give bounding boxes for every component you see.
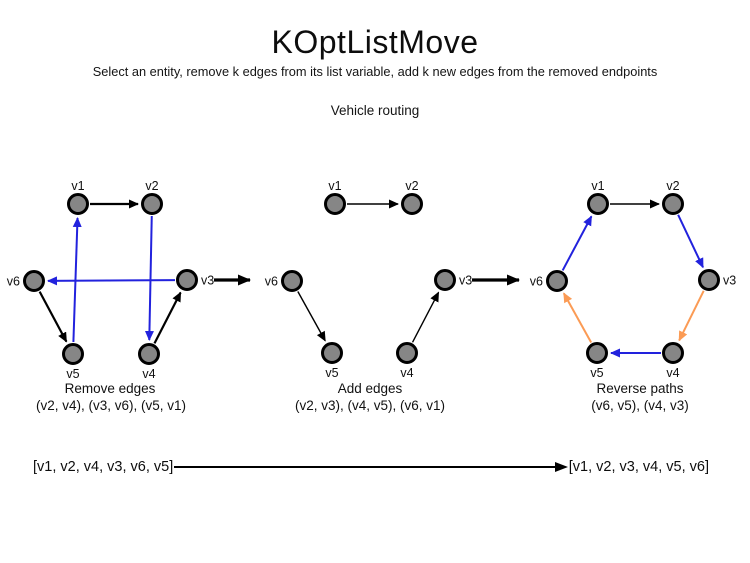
node-label-v5: v5: [590, 366, 603, 380]
node-label-v1: v1: [71, 179, 84, 193]
node-label-v5: v5: [66, 367, 79, 381]
graph-edge-v6-v5: [38, 291, 68, 343]
graph1-caption-detail: (v2, v4), (v3, v6), (v5, v1): [36, 398, 186, 413]
list-after: [v1, v2, v3, v4, v5, v6]: [568, 459, 709, 475]
node-label-v5: v5: [325, 366, 338, 380]
list-transformation-row: [v1, v2, v4, v3, v6, v5] [v1, v2, v3, v4…: [33, 456, 709, 478]
graph-edge-v6-v1: [561, 215, 593, 271]
node-label-v4: v4: [666, 366, 679, 380]
graph-edge-v5-v1: [72, 216, 82, 343]
graph-node-v1: [67, 193, 89, 215]
graph-node-v5: [586, 342, 608, 364]
graph-node-v3: [434, 269, 456, 291]
arrow-head-icon: [554, 462, 568, 472]
graph-edge-v2-v4: [144, 215, 154, 342]
node-label-v6: v6: [7, 275, 20, 289]
graph1-caption: Remove edges: [65, 381, 156, 396]
graph-node-v6: [546, 270, 568, 292]
graph-node-v6: [281, 270, 303, 292]
list-before: [v1, v2, v4, v3, v6, v5]: [33, 459, 174, 475]
graph-node-v2: [401, 193, 423, 215]
node-label-v1: v1: [591, 179, 604, 193]
graph-edge-v2-v3: [677, 214, 704, 269]
node-label-v3: v3: [201, 274, 214, 288]
graph-edge-v3-v6: [46, 276, 176, 286]
page-subtitle: Select an entity, remove k edges from it…: [92, 64, 658, 79]
transformation-arrow: [174, 462, 568, 472]
graph-edge-v6-v5: [297, 291, 326, 342]
node-label-v1: v1: [328, 179, 341, 193]
graph-node-v5: [62, 343, 84, 365]
graph-node-v2: [141, 193, 163, 215]
page-title: KOptListMove: [271, 24, 479, 60]
graph-node-v5: [321, 342, 343, 364]
node-label-layer: v1 v2 v6 v3 v5 v4 v1 v2 v6 v3 v5 v4 v1 v2 v6 v3 v5 v4: [7, 179, 736, 381]
graph-node-v1: [587, 193, 609, 215]
node-label-v6: v6: [265, 275, 278, 289]
arrow-shaft: [174, 465, 556, 469]
graph-node-v1: [324, 193, 346, 215]
edge-layer: [38, 199, 705, 358]
graph-edge-v4-v3: [411, 291, 440, 343]
graph-edge-v5-v6: [562, 292, 593, 343]
node-label-v2: v2: [145, 179, 158, 193]
node-layer: [23, 193, 720, 365]
node-label-v2: v2: [405, 179, 418, 193]
graph3-caption-detail: (v6, v5), (v4, v3): [591, 398, 689, 413]
graph-node-v3: [176, 269, 198, 291]
graph-node-v3: [698, 269, 720, 291]
graph-edge-v4-v3: [153, 291, 182, 344]
graph-node-v2: [662, 193, 684, 215]
node-label-v3: v3: [723, 274, 736, 288]
node-label-v4: v4: [400, 366, 413, 380]
graph-node-v4: [662, 342, 684, 364]
example-label: Vehicle routing: [330, 103, 420, 118]
graph-node-v4: [396, 342, 418, 364]
graph-edge-v3-v4: [678, 290, 705, 342]
graph2-caption: Add edges: [338, 381, 403, 396]
graph-node-v4: [138, 343, 160, 365]
graph-node-v6: [23, 270, 45, 292]
node-label-v4: v4: [142, 367, 155, 381]
node-label-v6: v6: [530, 275, 543, 289]
node-label-v3: v3: [459, 274, 472, 288]
graph2-caption-detail: (v2, v3), (v4, v5), (v6, v1): [295, 398, 445, 413]
graph3-caption: Reverse paths: [596, 381, 683, 396]
node-label-v2: v2: [666, 179, 679, 193]
